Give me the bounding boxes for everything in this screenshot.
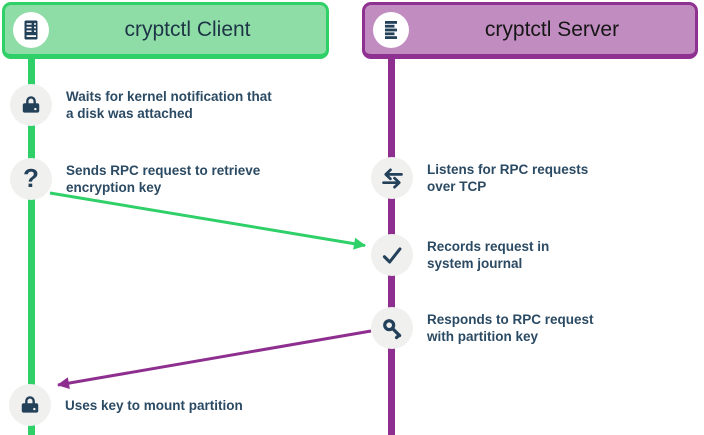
question-glyph: ? — [23, 163, 39, 193]
event-text-line: a disk was attached — [66, 106, 193, 121]
event-text-line: Uses key to mount partition — [65, 397, 243, 413]
event-text: Sends RPC request to retrieve encryption… — [66, 162, 260, 196]
server-listen-event: Listens for RPC requests over TCP — [371, 157, 588, 199]
server-rack-icon — [13, 11, 49, 48]
client-header: cryptctl Client — [2, 2, 329, 59]
client-question-event: ? Sends RPC request to retrieve encrypti… — [10, 158, 260, 200]
rpc-request-arrow — [49, 191, 366, 250]
server-check-event: Records request in system journal — [371, 234, 549, 276]
event-text-line: Responds to RPC request — [427, 312, 594, 327]
client-mount-event: Uses key to mount partition — [9, 384, 243, 426]
client-wait-event: Waits for kernel notification that a dis… — [10, 84, 272, 126]
server-stack-icon — [373, 11, 409, 48]
event-text-line: Records request in — [427, 239, 550, 254]
event-text-line: Sends RPC request to retrieve — [66, 163, 261, 178]
server-title: cryptctl Server — [484, 17, 620, 41]
event-text-line: encryption key — [66, 180, 162, 195]
event-text: Records request in system journal — [427, 238, 549, 272]
event-text-line: over TCP — [427, 179, 487, 194]
event-text-line: system journal — [427, 256, 523, 271]
client-title: cryptctl Client — [124, 17, 251, 41]
key-response-arrow — [57, 329, 372, 390]
question-icon: ? — [10, 158, 52, 200]
transfer-icon — [371, 157, 413, 199]
client-lifeline — [28, 56, 35, 435]
server-key-event: Responds to RPC request with partition k… — [371, 307, 594, 349]
event-text-line: with partition key — [427, 329, 539, 344]
event-text: Responds to RPC request with partition k… — [427, 311, 594, 345]
key-icon — [371, 307, 413, 349]
event-text: Waits for kernel notification that a dis… — [66, 88, 272, 122]
disk-lock-icon — [9, 384, 51, 426]
event-text-line: Waits for kernel notification that — [66, 89, 272, 104]
disk-lock-icon — [10, 84, 52, 126]
check-icon — [371, 234, 413, 276]
event-text: Listens for RPC requests over TCP — [427, 161, 588, 195]
server-header: cryptctl Server — [362, 2, 698, 59]
event-text: Uses key to mount partition — [65, 397, 243, 414]
event-text-line: Listens for RPC requests — [427, 162, 589, 177]
